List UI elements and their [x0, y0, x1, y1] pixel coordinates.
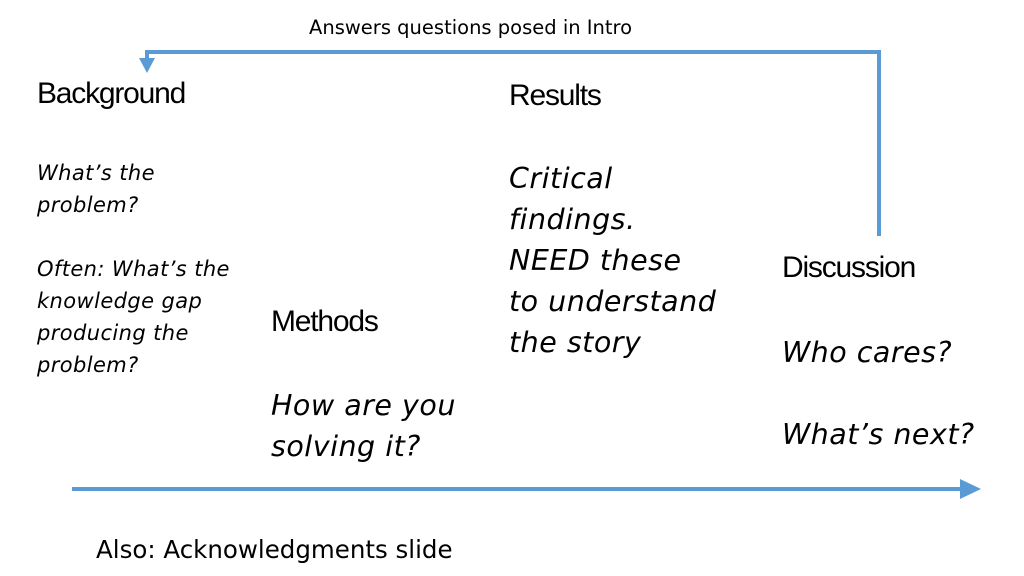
flow-arrowhead: [960, 479, 981, 499]
discussion-title: Discussion: [782, 251, 916, 284]
methods-title: Methods: [271, 305, 379, 338]
results-body: Critical findings. NEED these to underst…: [509, 162, 717, 359]
discussion-body: Who cares? What’s next?: [782, 336, 975, 451]
background-title: Background: [37, 77, 186, 110]
feedback-arrow-label: Answers questions posed in Intro: [309, 16, 633, 39]
results-title: Results: [509, 79, 602, 112]
footer-note: Also: Acknowledgments slide: [96, 535, 453, 564]
feedback-arrow: [145, 50, 881, 236]
methods-body: How are you solving it?: [271, 389, 456, 463]
background-body: What’s the problem? Often: What’s the kn…: [37, 161, 230, 377]
feedback-arrowhead: [139, 58, 155, 73]
